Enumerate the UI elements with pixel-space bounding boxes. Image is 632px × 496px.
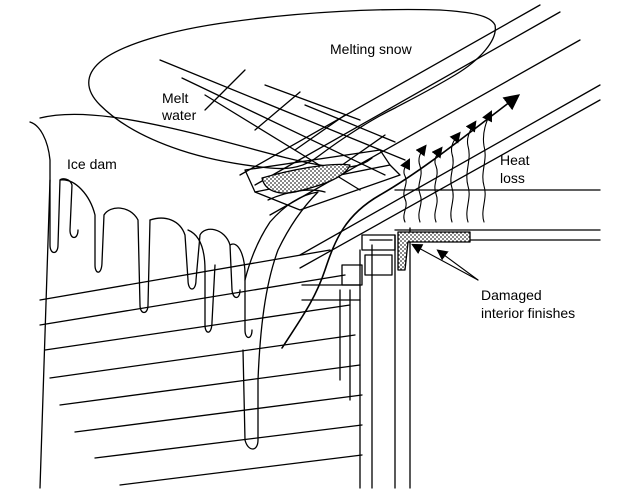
ice-dam-label: Ice dam [67,156,117,172]
damaged-finishes-hatch [397,231,471,271]
eave-trim [244,149,401,211]
ice-dam-region [261,163,351,194]
leader-lines [411,243,479,281]
heat-loss-label: Heat loss [500,152,530,186]
damaged-finishes-label: Damaged interior finishes [481,287,576,321]
melt-water-label: Melt water [162,90,197,123]
roof-slope [239,4,601,269]
wall-framing [301,227,411,489]
roof-shingles [159,59,406,191]
siding-wall [39,179,363,489]
icicles [29,121,326,450]
heat-loss-waves [400,110,492,223]
melting-snow-label: Melting snow [330,41,412,57]
snow-blanket [88,8,496,170]
